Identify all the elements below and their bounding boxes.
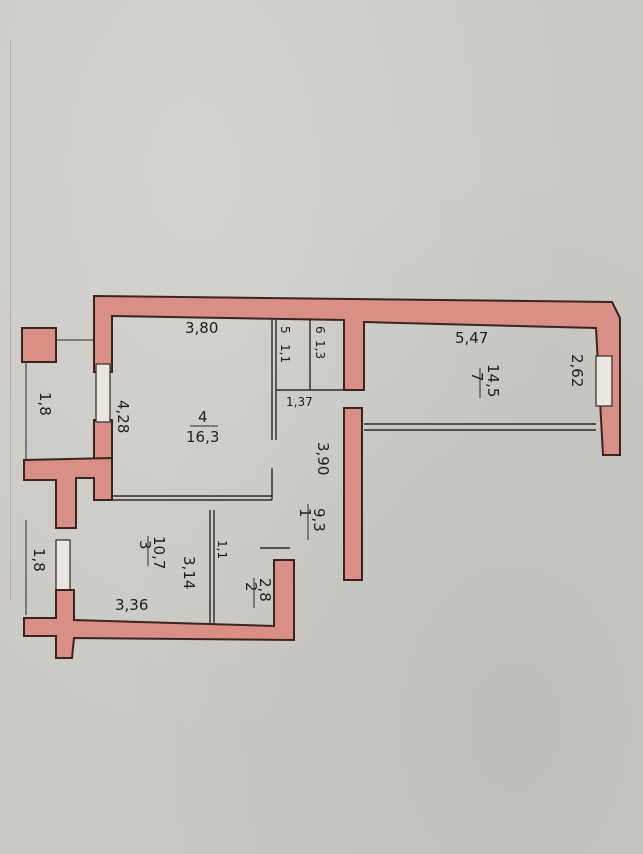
wall-corridor-right bbox=[343, 407, 363, 581]
room-3-width: 3,14 bbox=[180, 556, 198, 589]
room-3-area: 10,7 bbox=[150, 536, 168, 569]
balcony-lower-length: 1,8 bbox=[30, 548, 48, 572]
wall-left-upper bbox=[93, 419, 113, 461]
room-4-length: 3,80 bbox=[185, 319, 218, 337]
balcony-upper-length: 1,8 bbox=[36, 392, 54, 416]
room-3-length: 3,36 bbox=[115, 596, 148, 614]
room-7-area: 14,5 bbox=[484, 364, 502, 397]
balcony-upper bbox=[21, 327, 96, 460]
room-6-area: 1,3 bbox=[313, 340, 327, 359]
room-4-area: 16,3 bbox=[186, 428, 219, 446]
wall-bottom bbox=[23, 559, 295, 659]
wall-top bbox=[93, 294, 621, 456]
room-1-number: 1 bbox=[296, 508, 314, 518]
partitions bbox=[112, 318, 596, 624]
window-room-7 bbox=[595, 355, 613, 407]
room-6-width: 1,37 bbox=[286, 395, 313, 409]
room-7-number: 7 bbox=[468, 372, 486, 382]
balcony-lower-door bbox=[55, 539, 71, 593]
balcony-upper-post bbox=[21, 327, 57, 363]
room-4-number: 4 bbox=[198, 408, 208, 426]
paper-fold-line bbox=[10, 40, 11, 600]
room-2-width: 1,1 bbox=[215, 540, 229, 559]
room-5-area: 1,1 bbox=[278, 344, 292, 363]
wall-middle-left bbox=[23, 456, 113, 529]
room-1-area: 9,3 bbox=[310, 508, 328, 532]
room-7-length: 5,47 bbox=[455, 329, 488, 347]
room-3-number: 3 bbox=[136, 540, 154, 550]
room-2-area: 2,8 bbox=[256, 578, 274, 602]
room-4-width: 4,28 bbox=[114, 400, 132, 433]
room-1-length: 3,90 bbox=[314, 442, 332, 475]
room-2-number: 2 bbox=[242, 582, 260, 592]
balcony-lower bbox=[25, 520, 71, 615]
window-room-4 bbox=[95, 363, 111, 423]
walls bbox=[23, 294, 621, 659]
room-7-width: 2,62 bbox=[568, 354, 586, 387]
room-5-number: 5 bbox=[278, 326, 292, 334]
room-6-number: 6 bbox=[313, 326, 327, 334]
